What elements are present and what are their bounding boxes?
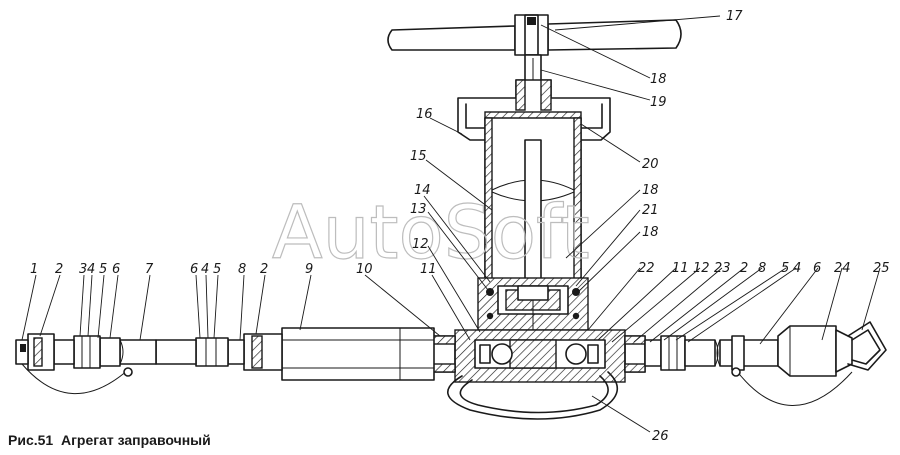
callout-23: 23 — [714, 261, 731, 276]
left-hose-assembly — [15, 333, 283, 394]
callout-9: 9 — [305, 262, 313, 277]
callout-21: 21 — [642, 203, 659, 218]
callout-18: 18 — [642, 225, 659, 240]
filter-housing — [281, 327, 435, 381]
callout-2: 2 — [740, 261, 748, 276]
callout-12: 12 — [412, 237, 429, 252]
valve-body — [432, 329, 646, 383]
callout-18: 18 — [650, 72, 667, 87]
callout-15: 15 — [410, 149, 427, 164]
callout-14: 14 — [414, 183, 431, 198]
callout-1: 1 — [30, 262, 38, 277]
callout-8: 8 — [238, 262, 246, 277]
callout-2: 2 — [55, 262, 63, 277]
callout-26: 26 — [652, 429, 669, 444]
callout-7: 7 — [145, 262, 154, 277]
callout-5: 5 — [99, 262, 107, 277]
callout-24: 24 — [834, 261, 851, 276]
leader-lines — [21, 15, 881, 433]
callout-22: 22 — [638, 261, 655, 276]
callout-5: 5 — [781, 261, 789, 276]
callout-labels: 1 2 3 4 5 6 7 6 4 5 8 2 9 10 11 12 13 14… — [30, 9, 890, 444]
callout-11: 11 — [420, 262, 437, 277]
callout-2: 2 — [260, 262, 268, 277]
callout-4: 4 — [87, 262, 95, 277]
callout-6: 6 — [813, 261, 821, 276]
callout-5: 5 — [213, 262, 221, 277]
callout-18: 18 — [642, 183, 659, 198]
callout-3: 3 — [79, 262, 87, 277]
callout-12: 12 — [693, 261, 710, 276]
carry-loop — [446, 371, 618, 420]
callout-16: 16 — [416, 107, 433, 122]
callout-11: 11 — [672, 261, 689, 276]
callout-8: 8 — [758, 261, 766, 276]
callout-4: 4 — [201, 262, 209, 277]
callout-25: 25 — [873, 261, 890, 276]
callout-19: 19 — [650, 95, 667, 110]
callout-10: 10 — [356, 262, 373, 277]
callout-17: 17 — [726, 9, 743, 24]
watermark: AutoSoft — [272, 190, 590, 276]
callout-6: 6 — [190, 262, 198, 277]
right-hose-assembly — [644, 321, 887, 406]
t-handle — [387, 14, 682, 56]
callout-20: 20 — [642, 157, 659, 172]
callout-6: 6 — [112, 262, 120, 277]
callout-13: 13 — [410, 202, 427, 217]
figure-caption: Рис.51 Агрегат заправочный — [8, 432, 211, 448]
callout-4: 4 — [793, 261, 801, 276]
piston-valve-block — [477, 277, 589, 331]
